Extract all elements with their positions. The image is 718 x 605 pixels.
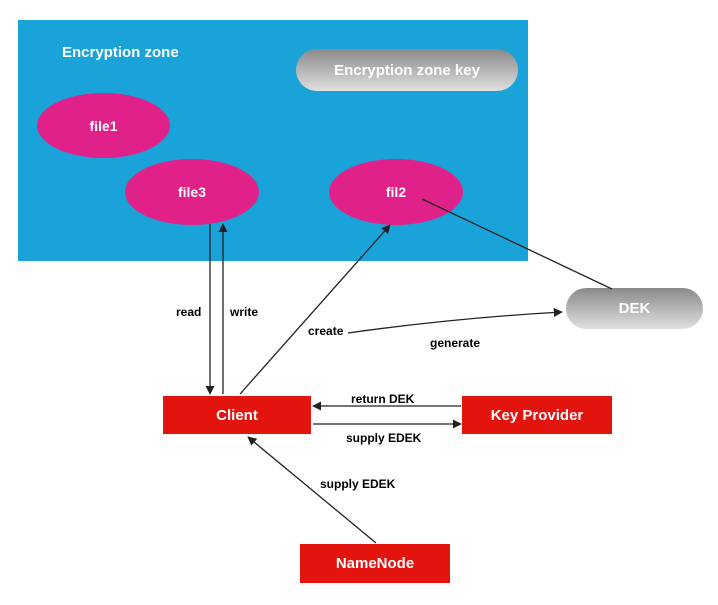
fil2-dek-connector — [421, 198, 613, 290]
supply-edek-namenode-arrow — [247, 436, 377, 544]
dek-node: DEK — [566, 288, 703, 329]
read-label: read — [176, 305, 202, 319]
namenode-node: NameNode — [300, 544, 450, 583]
supply-edek-keyprovider-label: supply EDEK — [346, 431, 422, 445]
create-label: create — [308, 324, 344, 338]
key-provider-node: Key Provider — [462, 396, 612, 434]
create-arrow — [239, 224, 391, 395]
generate-arrow — [347, 307, 563, 334]
generate-label: generate — [430, 336, 481, 350]
file3-node: file3 — [125, 159, 259, 225]
write-label: write — [230, 305, 259, 319]
encryption-zone-key: Encryption zone key — [296, 49, 518, 91]
encryption-zone-title: Encryption zone — [62, 44, 179, 61]
client-node: Client — [163, 396, 311, 434]
return-dek-label: return DEK — [351, 392, 415, 406]
file1-node: file1 — [37, 93, 170, 158]
supply-edek-namenode-label: supply EDEK — [320, 477, 396, 491]
fil2-node: fil2 — [329, 159, 463, 225]
